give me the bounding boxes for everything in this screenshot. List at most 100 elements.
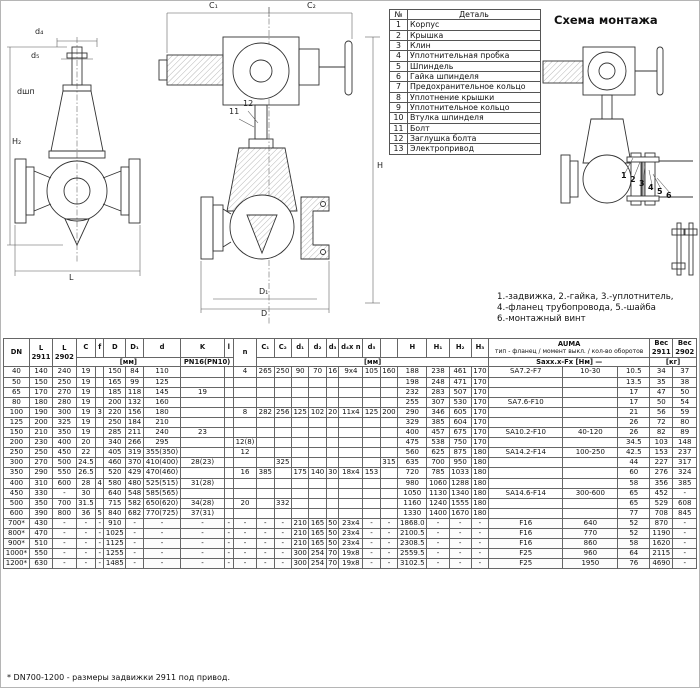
cell — [95, 386, 105, 398]
cell: 460 — [103, 457, 127, 469]
cell — [223, 447, 234, 459]
cell — [488, 467, 564, 479]
cell — [290, 487, 310, 499]
cell: - — [180, 558, 225, 570]
cell: 82 — [649, 427, 674, 439]
cell: 8 — [232, 406, 258, 418]
cell: - — [75, 527, 97, 540]
cell: 1050 — [397, 487, 428, 499]
cell — [273, 467, 292, 479]
cell: 153 — [362, 467, 381, 479]
cell: 37(31) — [180, 507, 225, 519]
cell: 170 — [470, 416, 490, 429]
cell — [308, 457, 327, 469]
cell: - — [426, 538, 450, 550]
cell — [562, 457, 619, 469]
cell — [223, 507, 234, 519]
cell — [488, 437, 564, 449]
cell: 720 — [397, 467, 428, 479]
cell: F16 — [488, 538, 564, 550]
cell: Электропривод — [407, 143, 541, 155]
cell: 1033 — [448, 467, 472, 479]
cell: - — [223, 527, 234, 540]
legend-line-3: 6.-монтажный винт — [497, 314, 586, 325]
cell — [362, 477, 381, 489]
dim-label-C2: C₂ — [307, 1, 316, 10]
cell: 21 — [617, 406, 651, 418]
cell: 28 — [75, 477, 97, 489]
cell: 100-250 — [562, 447, 619, 459]
cell: 200 — [3, 437, 30, 449]
cell: 52 — [617, 517, 651, 529]
cell: 625 — [426, 447, 450, 459]
scheme-callout-4: 4 — [648, 183, 654, 192]
cell: 470(460) — [142, 467, 182, 479]
cell: 70 — [325, 548, 340, 560]
cell — [256, 376, 275, 388]
cell — [362, 396, 381, 408]
cell: 266 — [125, 437, 144, 449]
cell: 290 — [397, 406, 428, 418]
cell — [290, 437, 310, 449]
cell: 20 — [75, 437, 97, 449]
cell — [232, 396, 258, 408]
cell: 16 — [232, 467, 258, 479]
cell: - — [180, 538, 225, 550]
cell: Шпиндель — [407, 60, 541, 73]
cell: - — [223, 558, 234, 570]
cell: 307 — [426, 396, 450, 408]
cell: 145 — [142, 386, 182, 398]
cell: 317 — [672, 457, 697, 469]
cell: 700 — [52, 497, 77, 509]
header-c1: C₁ — [256, 338, 275, 358]
cell: 682 — [125, 507, 144, 519]
dim-label-dshp: dшп — [17, 87, 35, 96]
cell — [273, 507, 292, 519]
cell: 237 — [672, 447, 697, 459]
cell: 4 — [232, 366, 258, 378]
cell: F16 — [488, 517, 564, 529]
legend-line-1: 1.-задвижка, 2.-гайка, 3.-уплотнитель, — [497, 292, 674, 302]
cell — [362, 437, 381, 449]
cell — [325, 427, 340, 439]
cell: 180 — [470, 507, 490, 519]
cell: 140 — [308, 467, 327, 479]
cell: 12 — [232, 447, 258, 459]
cell: 12 — [389, 133, 408, 145]
cell: 250 — [28, 447, 54, 459]
cell: 24.5 — [75, 457, 97, 469]
cell: 64 — [617, 548, 651, 560]
cell — [256, 507, 275, 519]
cell: 500 — [3, 497, 30, 509]
cell: - — [362, 558, 381, 570]
cell — [308, 477, 327, 489]
cell: 6 — [389, 71, 408, 83]
cell: - — [142, 517, 182, 529]
scheme-valve-outline — [542, 46, 698, 276]
cell — [180, 416, 225, 429]
cell: 23x4 — [338, 527, 364, 540]
cell: 190 — [28, 406, 54, 418]
cell: 470 — [28, 527, 54, 540]
cell: 2115 — [649, 548, 674, 560]
cell: 1130 — [426, 487, 450, 499]
cell — [362, 416, 381, 429]
cell: 400 — [52, 437, 77, 449]
cell: 350 — [28, 497, 54, 509]
cell — [232, 427, 258, 439]
cell: 118 — [125, 386, 144, 398]
cell: 785 — [426, 467, 450, 479]
cell — [338, 447, 364, 459]
cell: 59 — [672, 406, 697, 418]
cell — [95, 366, 105, 378]
cell: 700 — [426, 457, 450, 469]
cell — [95, 487, 105, 499]
cell: 300 — [52, 406, 77, 418]
cell: 900* — [3, 538, 30, 550]
cell: 290 — [28, 467, 54, 479]
